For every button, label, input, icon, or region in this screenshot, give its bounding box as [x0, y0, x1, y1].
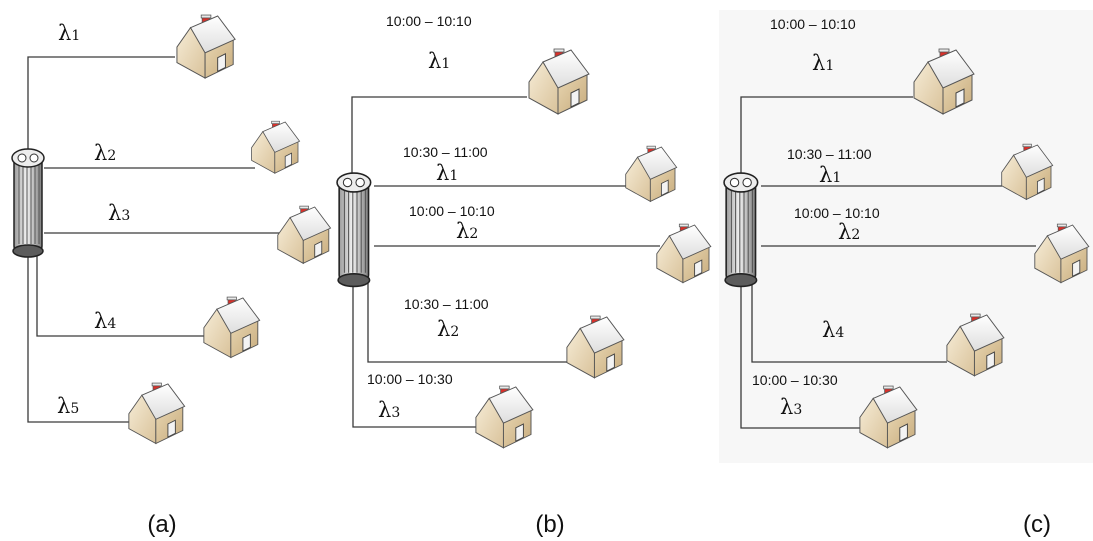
- wavelength-label: λ2: [838, 220, 860, 244]
- wavelength-label: λ2: [437, 317, 459, 341]
- house-icon: [475, 385, 534, 449]
- panel-c: 10:00 – 10:10 λ1 10:30 – 11:00 λ1 10:00 …: [723, 16, 1090, 538]
- time-window-label: 10:30 – 11:00: [403, 144, 488, 160]
- panel-c-background: [719, 10, 1093, 463]
- time-window-label: 10:00 – 10:10: [794, 205, 880, 221]
- house-icon: [656, 223, 712, 284]
- wavelength-label: λ2: [456, 219, 478, 243]
- wavelength-label: λ3: [378, 398, 400, 422]
- time-window-label: 10:00 – 10:30: [752, 372, 838, 388]
- house-icon: [528, 48, 590, 115]
- fiber-link-a4: [36, 246, 205, 337]
- house-icon: [625, 145, 678, 202]
- fiber-link-a1: [27, 56, 175, 157]
- wavelength-label: λ3: [108, 201, 130, 225]
- wavelength-label: λ1: [428, 49, 450, 73]
- panel-caption: (b): [535, 511, 564, 538]
- house-icon: [251, 120, 301, 174]
- fiber-link-c1: [740, 96, 913, 180]
- fiber-link-a5: [27, 246, 130, 423]
- house-icon: [277, 205, 331, 264]
- house-icon: [128, 382, 186, 444]
- fiber-link-b4: [367, 266, 567, 363]
- wavelength-label: λ1: [436, 161, 458, 185]
- wavelength-label: λ1: [58, 21, 80, 45]
- time-window-label: 10:00 – 10:10: [409, 203, 495, 219]
- house-icon: [176, 14, 236, 79]
- fiber-link-b5: [352, 266, 477, 428]
- wavelength-label: λ3: [780, 395, 802, 419]
- house-icon: [203, 296, 261, 358]
- wavelength-label: λ4: [822, 318, 844, 342]
- fiber-link-c5: [740, 268, 860, 429]
- panel-a: λ1 λ2 λ3 λ4 λ5 (a): [11, 14, 331, 538]
- panel-b: 10:00 – 10:10 λ1 10:30 – 11:00 λ1 10:00 …: [336, 13, 712, 538]
- splitter-icon: [336, 172, 372, 288]
- house-icon: [566, 315, 625, 379]
- fiber-link-c4: [751, 268, 947, 363]
- panel-caption: (a): [147, 511, 176, 538]
- wavelength-label: λ2: [94, 141, 116, 165]
- splitter-icon: [723, 172, 759, 288]
- panel-caption: (c): [1023, 511, 1051, 538]
- wavelength-label: λ1: [819, 163, 841, 187]
- time-window-label: 10:00 – 10:30: [367, 371, 453, 387]
- splitter-icon: [11, 148, 45, 258]
- wavelength-label: λ5: [57, 394, 79, 418]
- time-window-label: 10:30 – 11:00: [787, 146, 872, 162]
- wavelength-label: λ4: [94, 309, 116, 333]
- time-window-label: 10:30 – 11:00: [404, 296, 489, 312]
- time-window-label: 10:00 – 10:10: [386, 13, 472, 29]
- fiber-link-b1: [351, 96, 527, 180]
- time-window-label: 10:00 – 10:10: [770, 16, 856, 32]
- wavelength-label: λ1: [812, 51, 834, 75]
